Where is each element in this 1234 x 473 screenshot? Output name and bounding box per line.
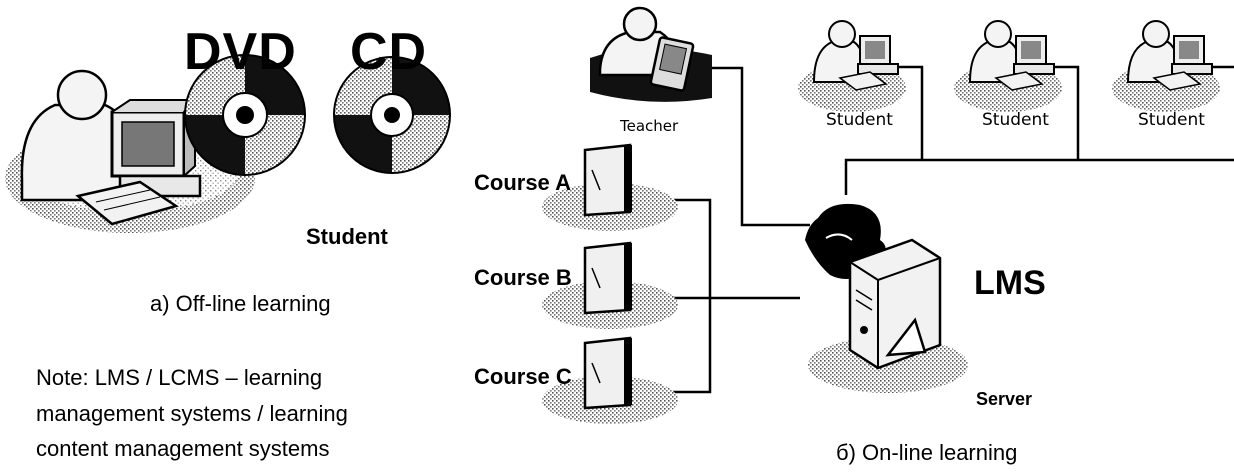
course-b-label: Course B: [474, 265, 572, 290]
student-icon-3: [1112, 20, 1220, 112]
online-caption: б) On-line learning: [836, 440, 1018, 465]
teacher-label: Teacher: [620, 117, 679, 135]
offline-student-icon: [5, 69, 255, 233]
offline-caption: a) Off-line learning: [150, 291, 331, 316]
student-label-3: Student: [1138, 110, 1205, 130]
server-label: Server: [976, 389, 1033, 409]
teacher-icon: [590, 6, 712, 102]
student-label-2: Student: [982, 110, 1049, 130]
note-line-3: content management systems: [36, 436, 330, 461]
note-line-1: Note: LMS / LCMS – learning: [36, 365, 323, 390]
dvd-disc-icon: [184, 54, 306, 176]
cd-disc-icon: [333, 56, 451, 174]
server-icon: [805, 203, 968, 393]
cd-label: CD: [350, 23, 428, 81]
offline-student-label: Student: [306, 224, 388, 249]
note-line-2: management systems / learning: [36, 401, 348, 426]
course-c-label: Course C: [474, 364, 572, 389]
course-b-book-icon: [542, 241, 678, 329]
student-icon-1: [798, 20, 906, 112]
course-a-label: Course A: [474, 170, 571, 195]
student-icon-2: [954, 20, 1062, 112]
course-a-book-icon: [542, 143, 678, 231]
student-label-1: Student: [826, 110, 893, 130]
dvd-label: DVD: [184, 23, 297, 81]
course-c-book-icon: [542, 336, 678, 424]
lms-label: LMS: [974, 264, 1046, 302]
